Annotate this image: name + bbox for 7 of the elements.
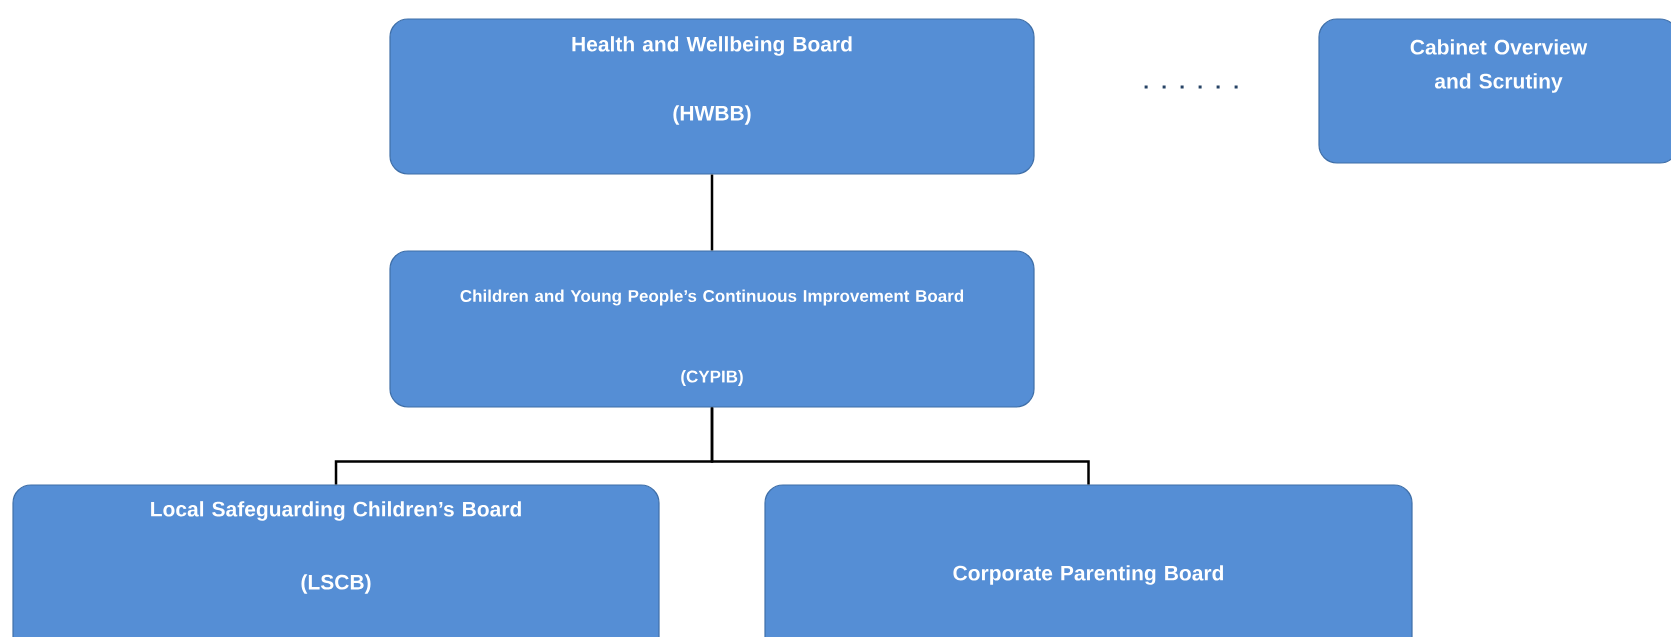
connector-line xyxy=(710,174,714,251)
connector-line xyxy=(710,407,1090,485)
board-box: Children and Young People’s Continuous Improvement Board (CYPIB) xyxy=(389,250,1035,408)
board-box: Cabinet Overview and Scrutiny xyxy=(1318,18,1671,164)
board-box: Local Safeguarding Children’s Board (LSCB) xyxy=(12,484,660,637)
board-box: Corporate Parenting Board xyxy=(764,484,1413,637)
board-box: Health and Wellbeing Board (HWBB) xyxy=(389,18,1035,175)
